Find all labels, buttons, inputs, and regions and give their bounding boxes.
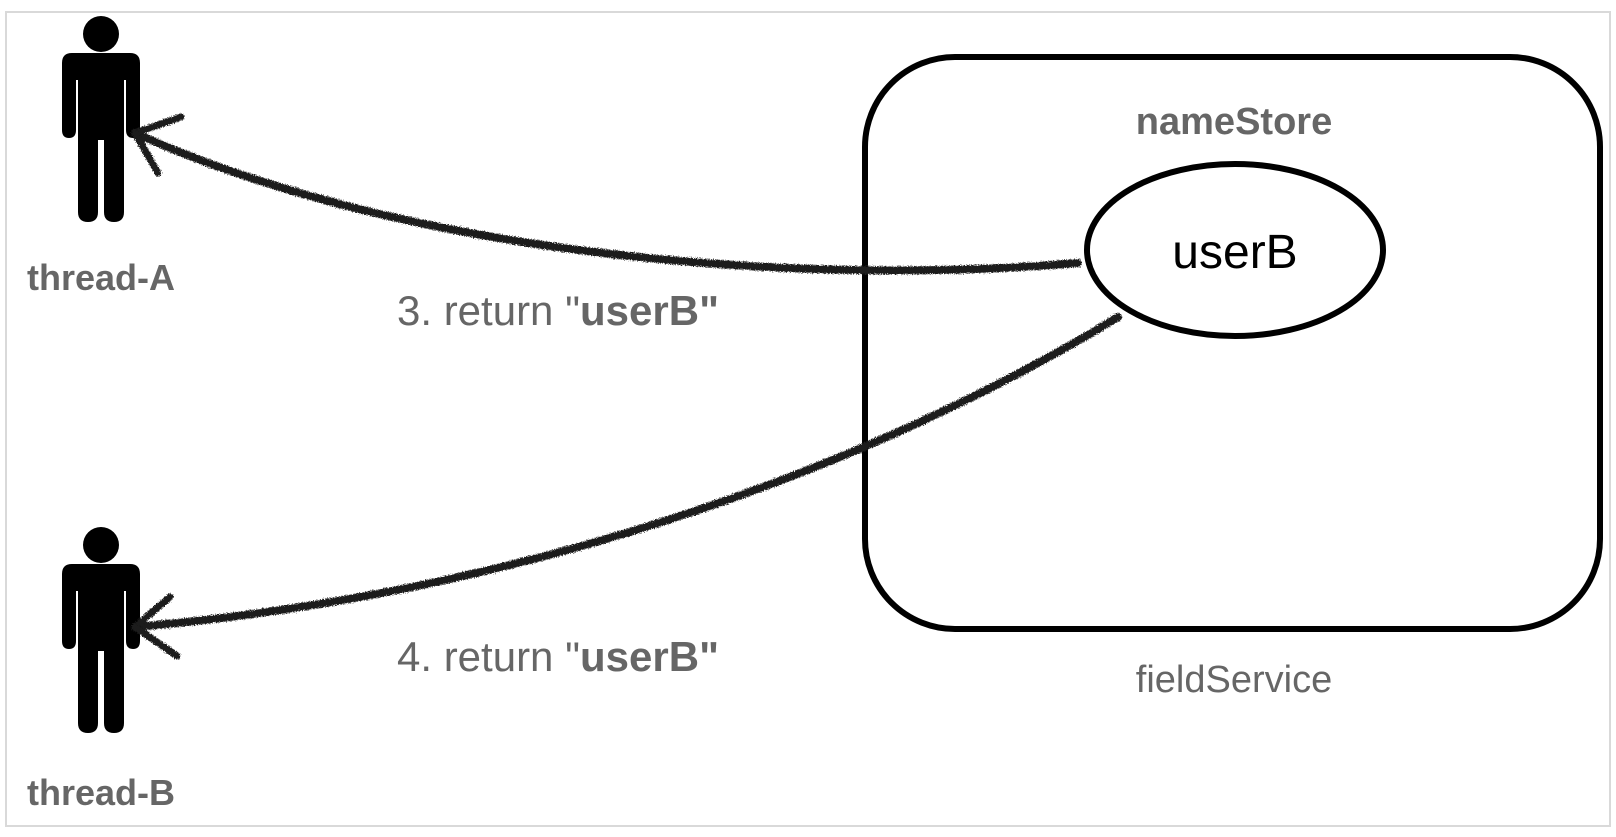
thread-b-person-icon xyxy=(62,527,140,733)
thread-b-label: thread-B xyxy=(27,772,175,813)
thread-a-person-icon xyxy=(62,16,140,222)
user-b-value-node xyxy=(1084,161,1386,339)
step-3-suffix: " xyxy=(699,287,719,334)
step-4-suffix: " xyxy=(699,633,719,680)
name-store-label: nameStore xyxy=(1136,101,1332,143)
return-arrow-thread-a xyxy=(131,113,1082,275)
user-b-value-label: userB xyxy=(1172,226,1297,279)
field-service-box xyxy=(862,54,1603,632)
step-3-value: userB xyxy=(580,287,699,334)
outer-frame xyxy=(5,11,1611,827)
step-3-prefix: 3. return " xyxy=(397,287,580,334)
field-service-label: fieldService xyxy=(1136,659,1332,701)
step-4-value: userB xyxy=(580,633,699,680)
step-4-message: 4. return "userB" xyxy=(397,633,719,680)
return-arrow-thread-b xyxy=(131,313,1122,660)
thread-a-label: thread-A xyxy=(27,257,175,298)
step-3-message: 3. return "userB" xyxy=(397,287,719,334)
step-4-prefix: 4. return " xyxy=(397,633,580,680)
